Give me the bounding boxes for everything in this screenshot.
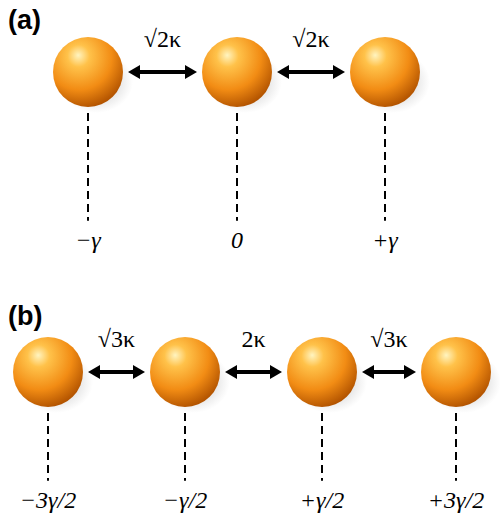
orange-sphere	[350, 37, 420, 107]
orange-sphere	[53, 37, 123, 107]
arrow-head	[133, 365, 145, 379]
site-energy-label: −γ	[50, 227, 126, 253]
arrow-shaft	[372, 370, 406, 374]
arrow-head	[333, 65, 345, 79]
site-node: +3γ/2	[418, 335, 494, 516]
dashed-leader	[321, 413, 323, 481]
coupling-arrow	[88, 365, 145, 379]
site-energy-label: 0	[199, 227, 275, 253]
dashed-leader	[384, 113, 386, 221]
site-node: +γ	[347, 35, 423, 256]
site-node: −γ/2	[147, 335, 223, 516]
sphere-illustration	[50, 35, 126, 256]
site-node: −γ	[50, 35, 126, 256]
arrow-shaft	[287, 70, 335, 74]
site-node: +γ/2	[284, 335, 360, 516]
coupling-label: √2κ	[290, 26, 331, 52]
arrow-head	[185, 65, 197, 79]
coupling-arrow	[128, 65, 197, 79]
dashed-leader	[87, 113, 89, 221]
site-energy-label: +γ	[347, 227, 423, 253]
sphere-illustration	[347, 35, 423, 256]
arrow-head	[270, 365, 282, 379]
coupling-label: √3κ	[368, 326, 409, 352]
dashed-leader	[47, 413, 49, 481]
site-energy-label: −3γ/2	[10, 487, 86, 513]
orange-sphere	[150, 337, 220, 407]
coupling-label: √2κ	[142, 26, 183, 52]
orange-sphere	[13, 337, 83, 407]
coupling-label: √3κ	[96, 326, 137, 352]
site-energy-label: +γ/2	[284, 487, 360, 513]
panel-label: (b)	[8, 302, 42, 332]
dashed-leader	[184, 413, 186, 481]
dashed-leader	[455, 413, 457, 481]
coupling-arrow	[225, 365, 282, 379]
sphere-illustration	[199, 35, 275, 256]
arrow-shaft	[235, 370, 272, 374]
arrow-shaft	[138, 70, 187, 74]
coupling-arrow	[277, 65, 345, 79]
site-node: −3γ/2	[10, 335, 86, 516]
orange-sphere	[287, 337, 357, 407]
arrow-head	[404, 365, 416, 379]
coupling-label: 2κ	[239, 326, 267, 352]
site-energy-label: −γ/2	[147, 487, 223, 513]
orange-sphere	[421, 337, 491, 407]
site-node: 0	[199, 35, 275, 256]
arrow-shaft	[98, 370, 135, 374]
coupling-arrow	[362, 365, 416, 379]
site-energy-label: +3γ/2	[418, 487, 494, 513]
panel-label: (a)	[8, 6, 41, 36]
dashed-leader	[236, 113, 238, 221]
orange-sphere	[202, 37, 272, 107]
